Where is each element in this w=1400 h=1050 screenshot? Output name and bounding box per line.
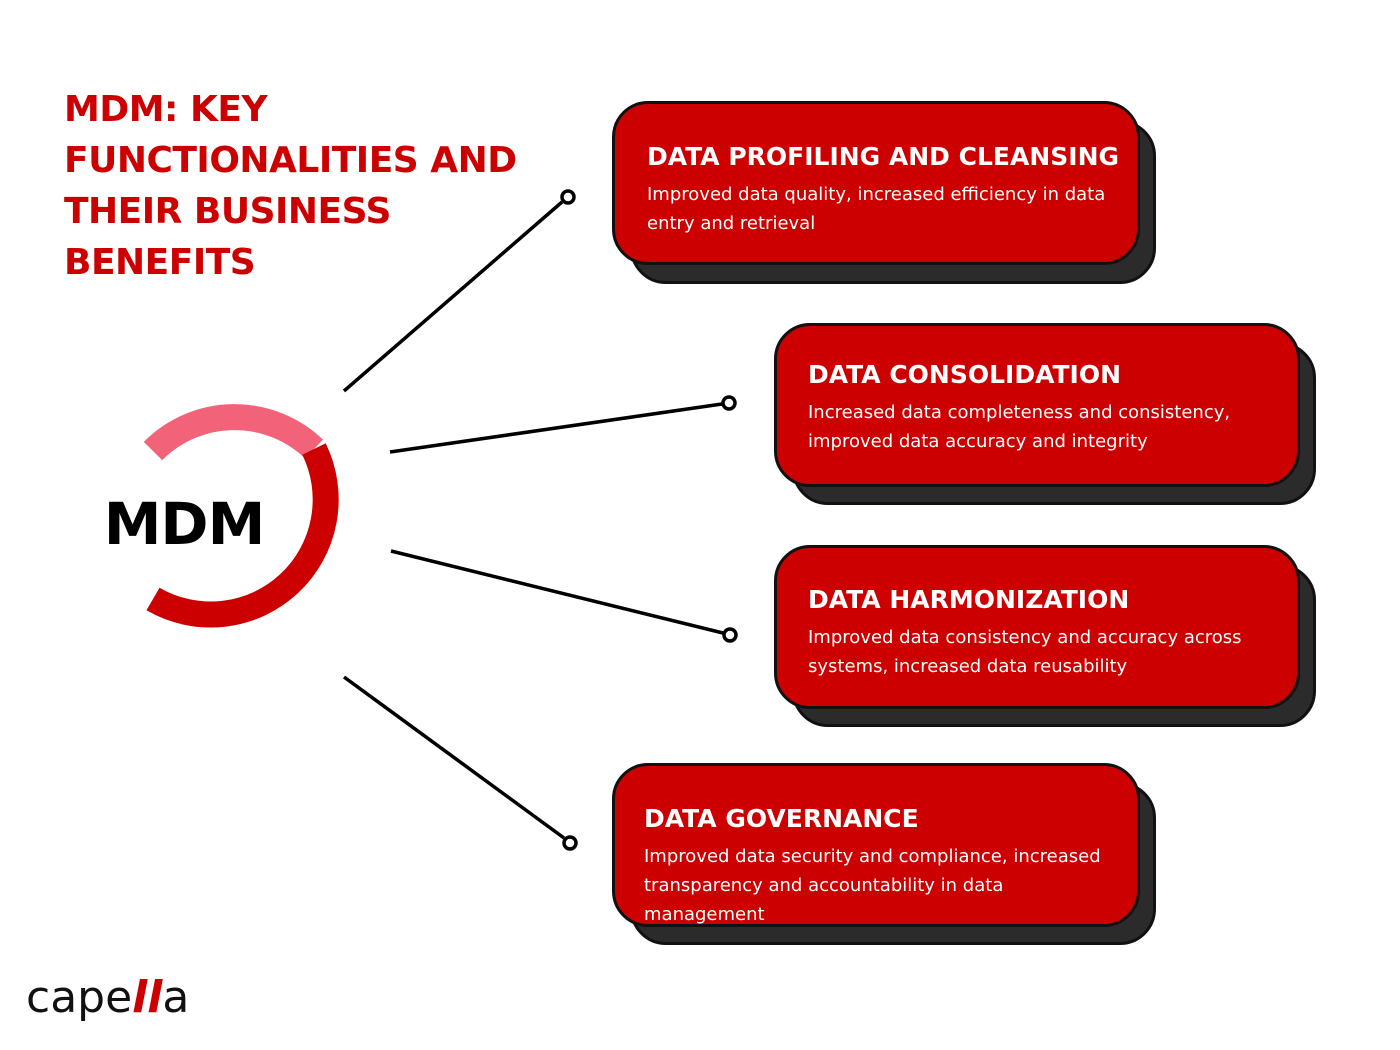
- logo-text-prefix: cape: [26, 972, 133, 1023]
- connector-node-1: [560, 189, 576, 205]
- card-profiling: DATA PROFILING AND CLEANSING Improved da…: [612, 101, 1140, 265]
- hub-ring-light-arc: [143, 404, 323, 461]
- card-description: Improved data consistency and accuracy a…: [808, 627, 1242, 677]
- card-description: Improved data quality, increased efficie…: [647, 184, 1106, 234]
- card-description: Improved data security and compliance, i…: [644, 846, 1101, 925]
- connector-line-3: [390, 549, 724, 635]
- card-heading: DATA CONSOLIDATION: [808, 360, 1122, 389]
- card-consolidation: DATA CONSOLIDATION Increased data comple…: [774, 323, 1300, 487]
- connector-node-3: [722, 627, 738, 643]
- logo-text-accent: ll: [132, 972, 163, 1023]
- connector-node-2: [721, 395, 737, 411]
- capella-logo: capella: [26, 968, 189, 1028]
- logo-text-suffix: a: [162, 972, 190, 1023]
- connector-line-2: [389, 402, 723, 454]
- hub-ring-dark-arc: [146, 443, 339, 628]
- connector-line-1: [342, 200, 564, 393]
- card-heading: DATA GOVERNANCE: [644, 804, 919, 833]
- card-heading: DATA PROFILING AND CLEANSING: [647, 142, 1120, 171]
- card-heading: DATA HARMONIZATION: [808, 585, 1130, 614]
- card-governance: DATA GOVERNANCE Improved data security a…: [612, 763, 1140, 927]
- card-description: Increased data completeness and consiste…: [808, 402, 1231, 452]
- card-harmonization: DATA HARMONIZATION Improved data consist…: [774, 545, 1300, 709]
- page-title: MDM: KEY FUNCTIONALITIES AND THEIR BUSIN…: [64, 89, 517, 283]
- hub-label: MDM: [103, 490, 266, 558]
- connector-node-4: [562, 835, 578, 851]
- connector-line-4: [342, 675, 566, 840]
